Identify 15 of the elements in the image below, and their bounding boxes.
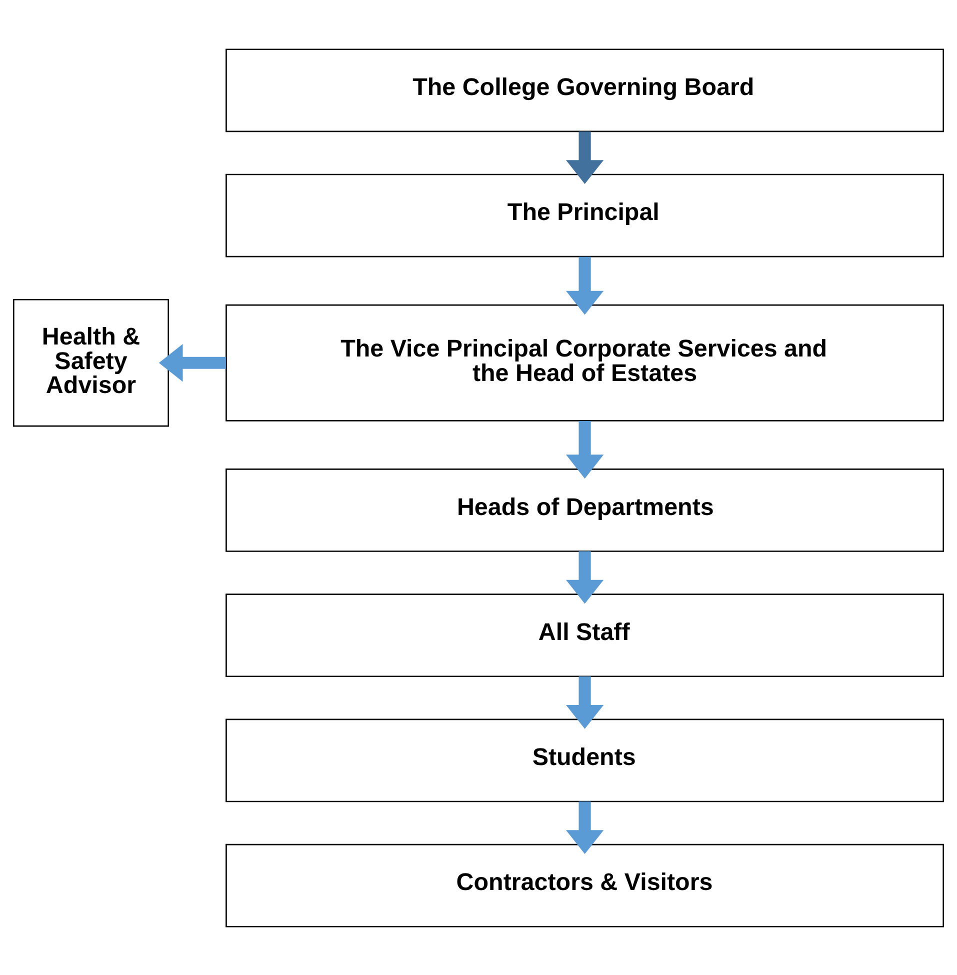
node-box: All Staff bbox=[226, 593, 944, 677]
arrow bbox=[566, 256, 604, 314]
arrow bbox=[566, 550, 604, 604]
node-box: The College Governing Board bbox=[226, 48, 944, 132]
node-box: Health & Safety Advisor bbox=[12, 298, 170, 426]
arrow bbox=[566, 131, 604, 184]
node-box: The Vice Principal Corporate Services and the Head of Estates bbox=[226, 304, 944, 421]
arrow bbox=[566, 676, 604, 728]
arrow bbox=[566, 420, 604, 478]
node-box: The Principal bbox=[226, 173, 944, 257]
node-box: Students bbox=[226, 718, 944, 802]
node-box: Heads of Departments bbox=[226, 468, 944, 552]
node-box: Contractors & Visitors bbox=[226, 843, 944, 927]
arrow bbox=[158, 344, 226, 382]
arrow bbox=[566, 801, 604, 854]
